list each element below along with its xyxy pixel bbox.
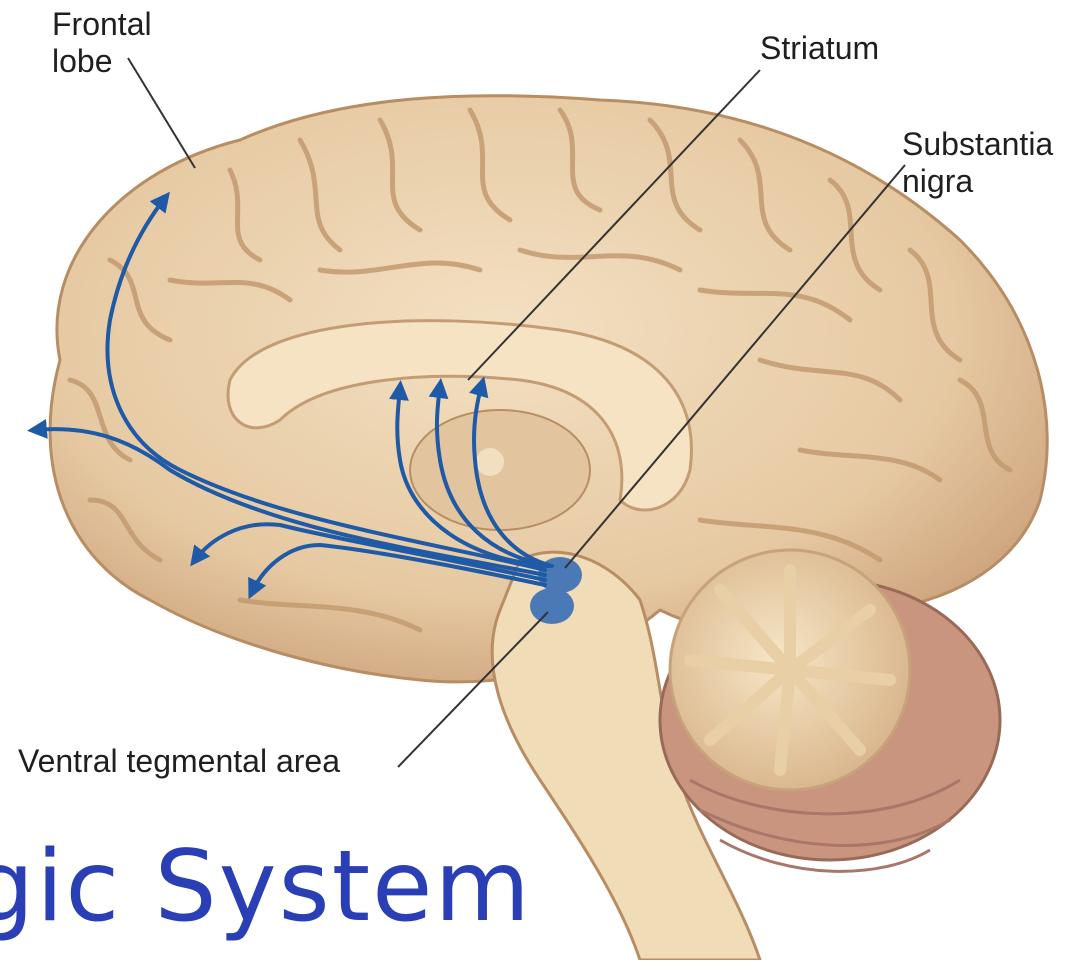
label-striatum: Striatum — [760, 30, 879, 67]
label-ventral-tegmental-area: Ventral tegmental area — [18, 743, 340, 780]
vta-nucleus — [530, 588, 574, 624]
label-substantia-nigra: Substantia nigra — [902, 126, 1053, 200]
label-frontal-lobe: Frontal lobe — [52, 6, 152, 80]
slide-title-fragment: gic System — [0, 832, 532, 942]
